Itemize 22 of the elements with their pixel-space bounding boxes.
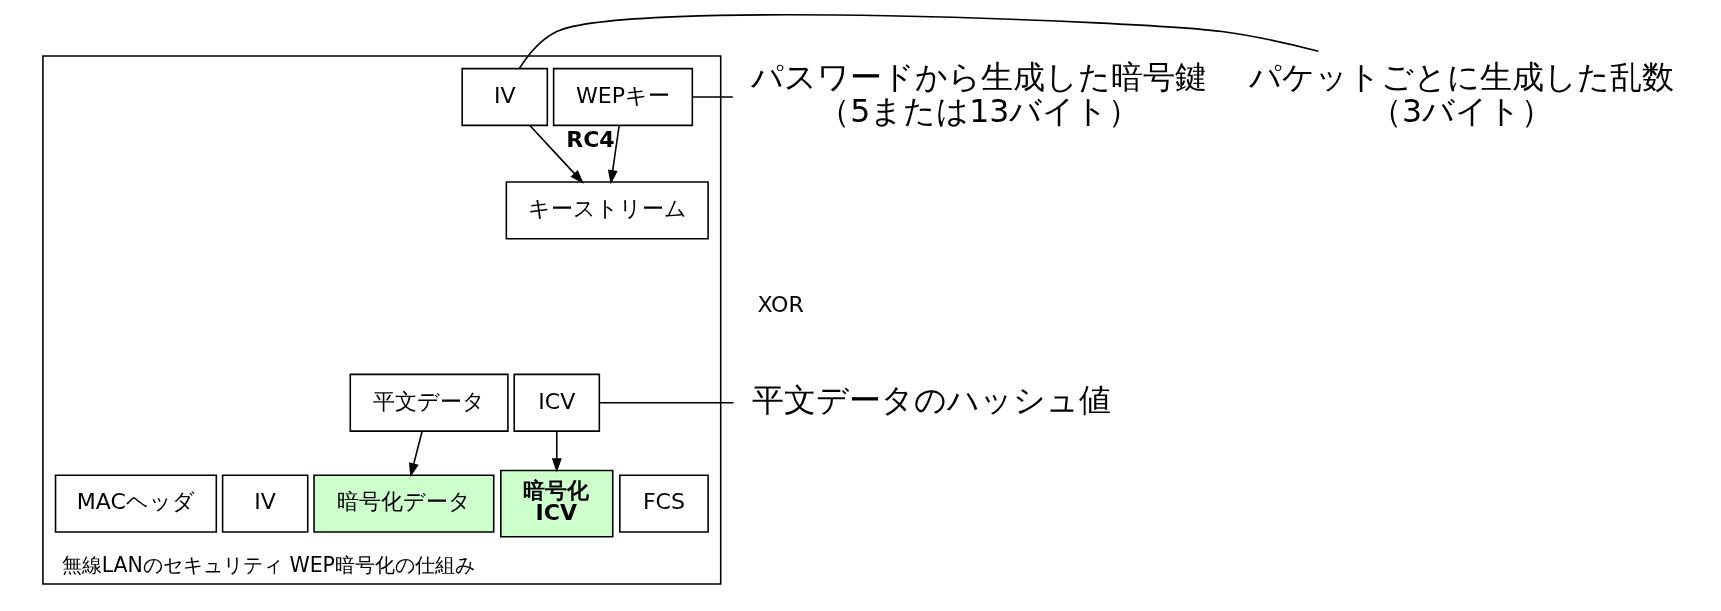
node-box: IV bbox=[221, 474, 309, 533]
node-text: パケットごとに生成した乱数 （3バイト） bbox=[1248, 58, 1674, 130]
arrow bbox=[408, 430, 423, 478]
node-box: MACヘッダ bbox=[54, 474, 217, 533]
connector bbox=[518, 14, 1319, 70]
connector bbox=[691, 96, 734, 98]
arrow bbox=[607, 125, 620, 185]
arrow bbox=[528, 125, 584, 184]
node-box: 暗号化データ bbox=[312, 474, 495, 533]
node-text: 平文データのハッシュ値 bbox=[751, 381, 1111, 418]
node-box: WEPキー bbox=[552, 67, 693, 127]
node-box: FCS bbox=[618, 474, 709, 533]
connector bbox=[598, 401, 734, 404]
node-box: IV bbox=[460, 67, 548, 127]
node-box: ICV bbox=[512, 373, 600, 432]
node-text: パスワードから生成した暗号鍵 （5または13バイト） bbox=[750, 58, 1207, 130]
edge-label: RC4 bbox=[565, 126, 615, 152]
node-box: 平文データ bbox=[349, 373, 509, 432]
arrow bbox=[551, 430, 562, 473]
node-box: 暗号化 ICV bbox=[499, 469, 614, 538]
label: XOR bbox=[756, 292, 804, 318]
node-box: キーストリーム bbox=[505, 181, 709, 240]
